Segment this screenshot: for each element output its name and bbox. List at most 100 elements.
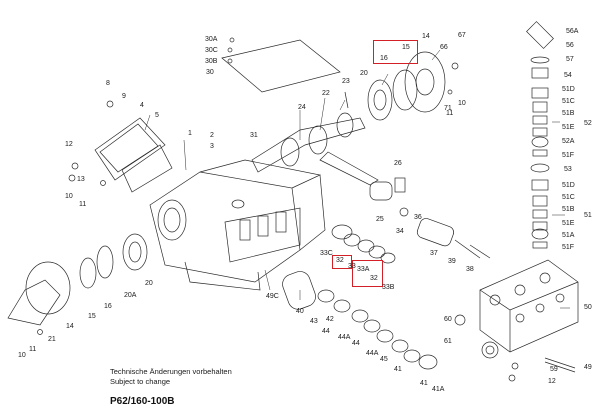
callout-26: 26 <box>394 160 402 167</box>
callout-60: 60 <box>444 316 452 323</box>
model-number: P62/160-100B <box>110 396 175 407</box>
callout-5: 5 <box>155 112 159 119</box>
callout-44A-a: 44A <box>338 334 351 341</box>
callout-10-a: 10 <box>65 193 73 200</box>
callout-43: 43 <box>310 318 318 325</box>
callout-67: 67 <box>458 32 466 39</box>
callout-33: 33 <box>348 263 356 270</box>
footer-note-de: Technische Änderungen vorbehalten <box>110 367 232 376</box>
callout-16-a: 16 <box>380 55 388 62</box>
pump-housing <box>149 159 326 291</box>
callout-51C-lower: 51C <box>562 194 575 201</box>
callout-30C: 30C <box>205 47 218 54</box>
callout-51C: 51C <box>562 98 575 105</box>
callout-9: 9 <box>122 93 126 100</box>
footer-note-en: Subject to change <box>110 377 171 386</box>
callout-30A: 30A <box>205 36 218 43</box>
callout-59: 59 <box>550 366 558 373</box>
callout-10-b: 10 <box>18 352 26 359</box>
callout-20-a: 20 <box>360 70 368 77</box>
callout-20A: 20A <box>124 292 137 299</box>
callout-11-b: 11 <box>29 346 37 353</box>
left-bearing-assembly <box>7 233 148 326</box>
callout-40: 40 <box>296 308 304 315</box>
callout-49C: 49C <box>266 293 279 300</box>
callout-51B: 51B <box>562 110 575 117</box>
callout-2: 2 <box>210 132 214 139</box>
callout-41-b: 41 <box>420 380 428 387</box>
callout-42: 42 <box>326 316 334 323</box>
callout-8: 8 <box>106 80 110 87</box>
callout-30B: 30B <box>205 58 218 65</box>
callout-52: 52 <box>584 120 592 127</box>
callout-44-a: 44 <box>322 328 330 335</box>
callout-51A: 51A <box>562 232 575 239</box>
callout-15-a: 15 <box>402 44 410 51</box>
callout-33A: 33A <box>357 266 370 273</box>
callout-10-c: 10 <box>458 100 466 107</box>
callout-51: 51 <box>584 212 592 219</box>
top-plate <box>221 37 341 93</box>
highlight-box-32 <box>332 255 352 269</box>
callout-34: 34 <box>396 228 404 235</box>
callout-41A: 41A <box>432 386 445 393</box>
connecting-rod <box>319 151 409 217</box>
callout-61: 61 <box>444 338 452 345</box>
callout-1: 1 <box>188 130 192 137</box>
callout-56: 56 <box>566 42 574 49</box>
callout-32-a: 32 <box>336 257 344 264</box>
crankcase-cover <box>94 117 173 193</box>
callout-11-c: 11 <box>446 110 454 117</box>
callout-51D-lower: 51D <box>562 182 575 189</box>
plunger <box>416 218 491 259</box>
callout-50: 50 <box>584 304 592 311</box>
callout-3: 3 <box>210 143 214 150</box>
callout-31: 31 <box>250 132 258 139</box>
callout-51E-lower: 51E <box>562 220 575 227</box>
callout-16-b: 16 <box>104 303 112 310</box>
callout-38: 38 <box>466 266 474 273</box>
callout-51B-lower: 51B <box>562 206 575 213</box>
callout-23: 23 <box>342 78 350 85</box>
callout-20-b: 20 <box>145 280 153 287</box>
callout-51F: 51F <box>562 152 575 159</box>
callout-30: 30 <box>206 69 214 76</box>
callout-32-b: 32 <box>370 275 378 282</box>
callout-37: 37 <box>430 250 438 257</box>
callout-51D: 51D <box>562 86 575 93</box>
highlight-box-15-16 <box>373 40 418 64</box>
callout-41-a: 41 <box>394 366 402 373</box>
callout-53: 53 <box>564 166 572 173</box>
callout-12-b: 12 <box>548 378 556 385</box>
leader-lines <box>144 49 570 309</box>
callout-51F-lower: 51F <box>562 244 575 251</box>
callout-71: 71 <box>444 105 452 112</box>
callout-44A-b: 44A <box>366 350 379 357</box>
callout-12-a: 12 <box>65 141 73 148</box>
callout-66: 66 <box>440 44 448 51</box>
callout-36: 36 <box>414 214 422 221</box>
callout-52A: 52A <box>562 138 575 145</box>
callout-22: 22 <box>322 90 330 97</box>
valve-seal-group <box>331 224 396 264</box>
highlight-box-33A-32 <box>352 260 383 287</box>
callout-13: 13 <box>77 176 85 183</box>
callout-14-a: 14 <box>422 33 430 40</box>
callout-51E: 51E <box>562 124 575 131</box>
callout-21: 21 <box>48 336 56 343</box>
callout-49: 49 <box>584 364 592 371</box>
seal-stack <box>282 271 438 370</box>
bearing-flange <box>367 51 446 121</box>
callout-24: 24 <box>298 104 306 111</box>
callout-44-b: 44 <box>352 340 360 347</box>
callout-33B: 33B <box>382 284 395 291</box>
valve-stack <box>526 21 554 249</box>
callout-11-a: 11 <box>79 201 87 208</box>
callout-14-b: 14 <box>66 323 74 330</box>
callout-54: 54 <box>564 72 572 79</box>
bolts <box>37 62 576 382</box>
callout-15-b: 15 <box>88 313 96 320</box>
manifold-head <box>479 259 579 359</box>
